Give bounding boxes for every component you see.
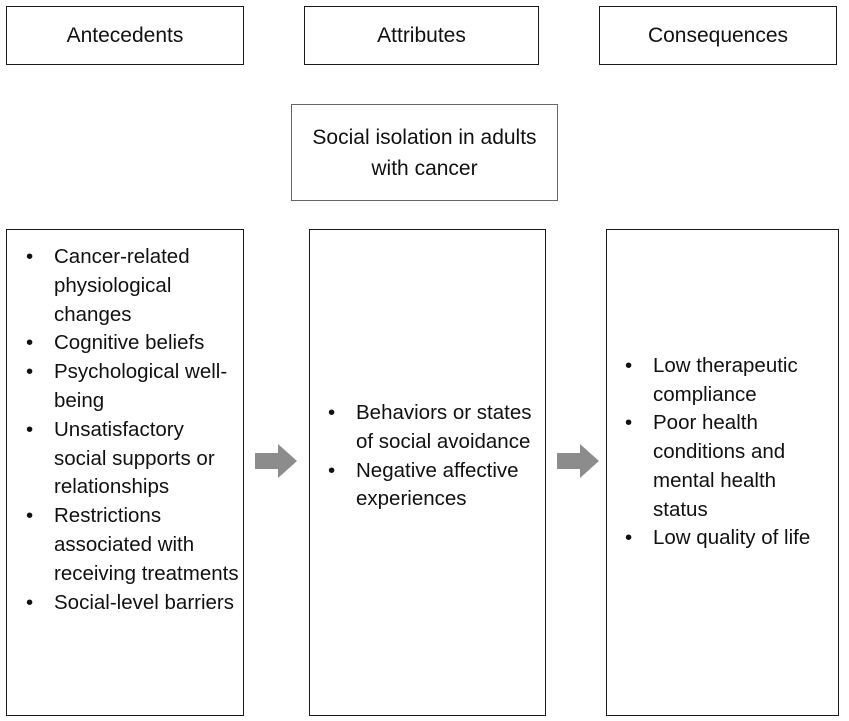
concept-box: Social isolation in adults with cancer xyxy=(291,104,558,201)
attribute-item: Behaviors or states of social avoidance xyxy=(328,399,539,457)
concept-label: Social isolation in adults with cancer xyxy=(312,125,537,180)
antecedent-item: Cancer-related physiological changes xyxy=(26,243,239,329)
antecedent-item: Psychological well-being xyxy=(26,358,239,416)
attributes-list: Behaviors or states of social avoidance … xyxy=(310,399,545,546)
antecedents-header: Antecedents xyxy=(6,6,244,65)
consequence-item: Poor health conditions and mental health… xyxy=(625,409,832,524)
antecedent-item: Social-level barriers xyxy=(26,589,239,618)
antecedent-item: Restrictions associated with receiving t… xyxy=(26,502,239,588)
consequences-box: Low therapeutic compliance Poor health c… xyxy=(606,229,839,716)
attributes-box: Behaviors or states of social avoidance … xyxy=(309,229,546,716)
consequences-header: Consequences xyxy=(599,6,837,65)
attributes-header-label: Attributes xyxy=(377,23,466,47)
antecedents-list: Cancer-related physiological changes Cog… xyxy=(7,230,243,617)
antecedents-header-label: Antecedents xyxy=(66,23,184,47)
consequences-header-label: Consequences xyxy=(647,23,789,47)
antecedent-item: Unsatisfactory social supports or relati… xyxy=(26,416,239,502)
antecedent-item: Cognitive beliefs xyxy=(26,329,239,358)
consequence-item: Low therapeutic compliance xyxy=(625,352,832,410)
right-arrow-icon xyxy=(557,444,599,478)
consequences-list: Low therapeutic compliance Poor health c… xyxy=(607,352,838,594)
attributes-header: Attributes xyxy=(304,6,539,65)
right-arrow-icon xyxy=(255,444,297,478)
antecedents-box: Cancer-related physiological changes Cog… xyxy=(6,229,244,716)
attribute-item: Negative affective experiences xyxy=(328,457,539,515)
consequence-item: Low quality of life xyxy=(625,524,832,553)
